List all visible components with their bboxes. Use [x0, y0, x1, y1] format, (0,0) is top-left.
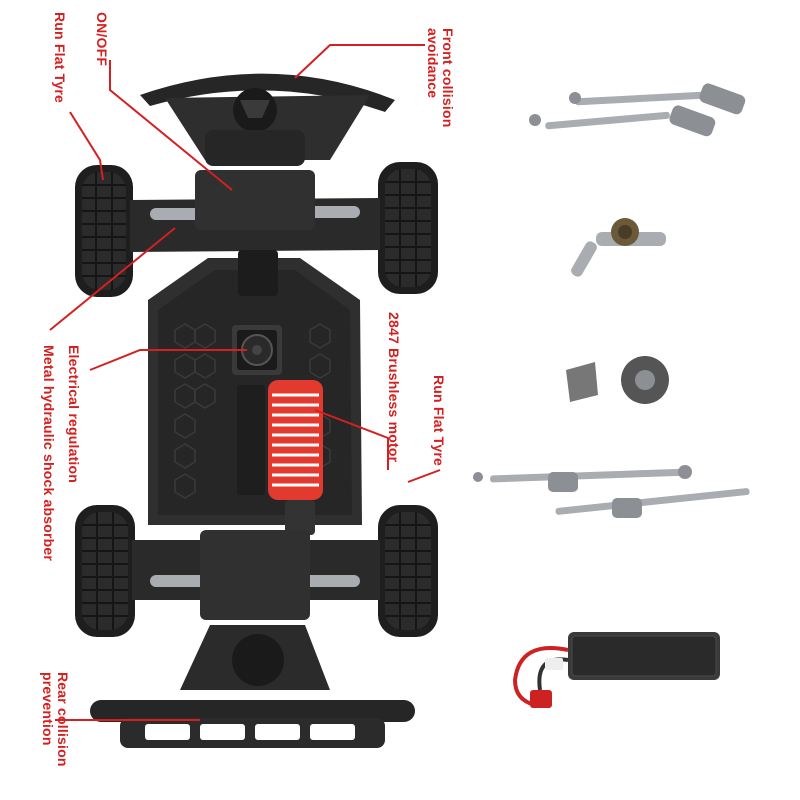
label-shock-absorber: Metal hydraulic shock absorber [41, 345, 57, 562]
label-on-off: ON/OFF [94, 12, 110, 67]
label-rear-collision: Rear collision prevention [40, 672, 71, 767]
label-run-flat-tyre-front: Run Flat Tyre [52, 12, 68, 104]
bevel-gears [566, 356, 669, 404]
label-electrical-regulation: Electrical regulation [66, 345, 82, 484]
rear-left-wheel [75, 505, 135, 637]
differential-gear [571, 218, 666, 277]
label-run-flat-tyre-rear: Run Flat Tyre [431, 375, 447, 467]
label-front-collision-line2: avoidance [425, 28, 441, 99]
label-rear-collision-line2: prevention [40, 672, 56, 746]
front-left-wheel [75, 165, 133, 297]
front-bumper [140, 73, 395, 112]
rear-drive-shafts [473, 465, 750, 518]
lipo-battery [512, 632, 720, 708]
leader-lines [49, 44, 441, 721]
label-brushless-motor: 2847 Brushless motor [386, 312, 402, 463]
brushless-motor [268, 380, 323, 500]
rear-bumper [90, 700, 415, 748]
front-right-wheel [378, 162, 438, 294]
label-front-collision-line1: Front collision [440, 28, 456, 128]
label-rear-collision-line1: Rear collision [55, 672, 71, 767]
esc-fan [232, 325, 282, 375]
label-front-collision: Front collision avoidance [425, 28, 456, 128]
rear-right-wheel [378, 505, 438, 637]
front-drive-shafts [529, 83, 746, 137]
